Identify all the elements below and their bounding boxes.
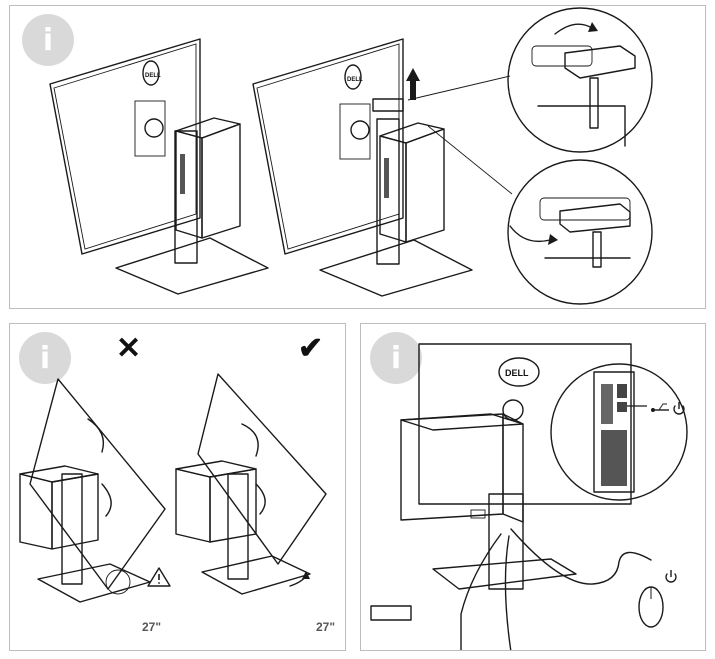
mounting-illustration: DELL DELL [49,7,653,305]
monitor-left: DELL [49,38,269,295]
micro-pc [400,413,524,523]
info-icon: i [19,332,71,384]
dell-logo-back: DELL [505,368,529,378]
cross-icon: ✕ [116,332,142,365]
usb-icon [651,403,669,412]
power-icon [673,402,685,415]
port-detail [550,363,688,501]
dell-logo-left: DELL [145,73,161,79]
orientation-panel: i ✕ ✔ [9,323,346,651]
zoom-detail-bottom [507,159,653,305]
info-icon: i [22,14,74,66]
size-label-right: 27" [316,620,336,634]
rotated-monitor-correct [175,373,327,595]
zoom-detail-top [507,7,653,153]
mouse-icon [638,586,664,628]
monitor-back: DELL [418,343,632,590]
cable-connection-panel: i DELL [360,323,706,651]
check-icon: ✔ [298,332,324,365]
dell-logo-right: DELL [347,77,363,83]
top-instruction-panel: i DELL DELL [9,5,706,309]
size-label-left: 27" [142,620,162,634]
rotated-monitor-wrong [19,378,166,603]
up-arrow-icon [406,68,420,100]
orientation-illustration [19,373,327,603]
cable-illustration: DELL [370,343,688,650]
power-icon-mouse [665,570,677,583]
monitor-right: DELL [252,38,473,297]
info-icon: i [370,332,422,384]
warning-icon [147,567,171,587]
